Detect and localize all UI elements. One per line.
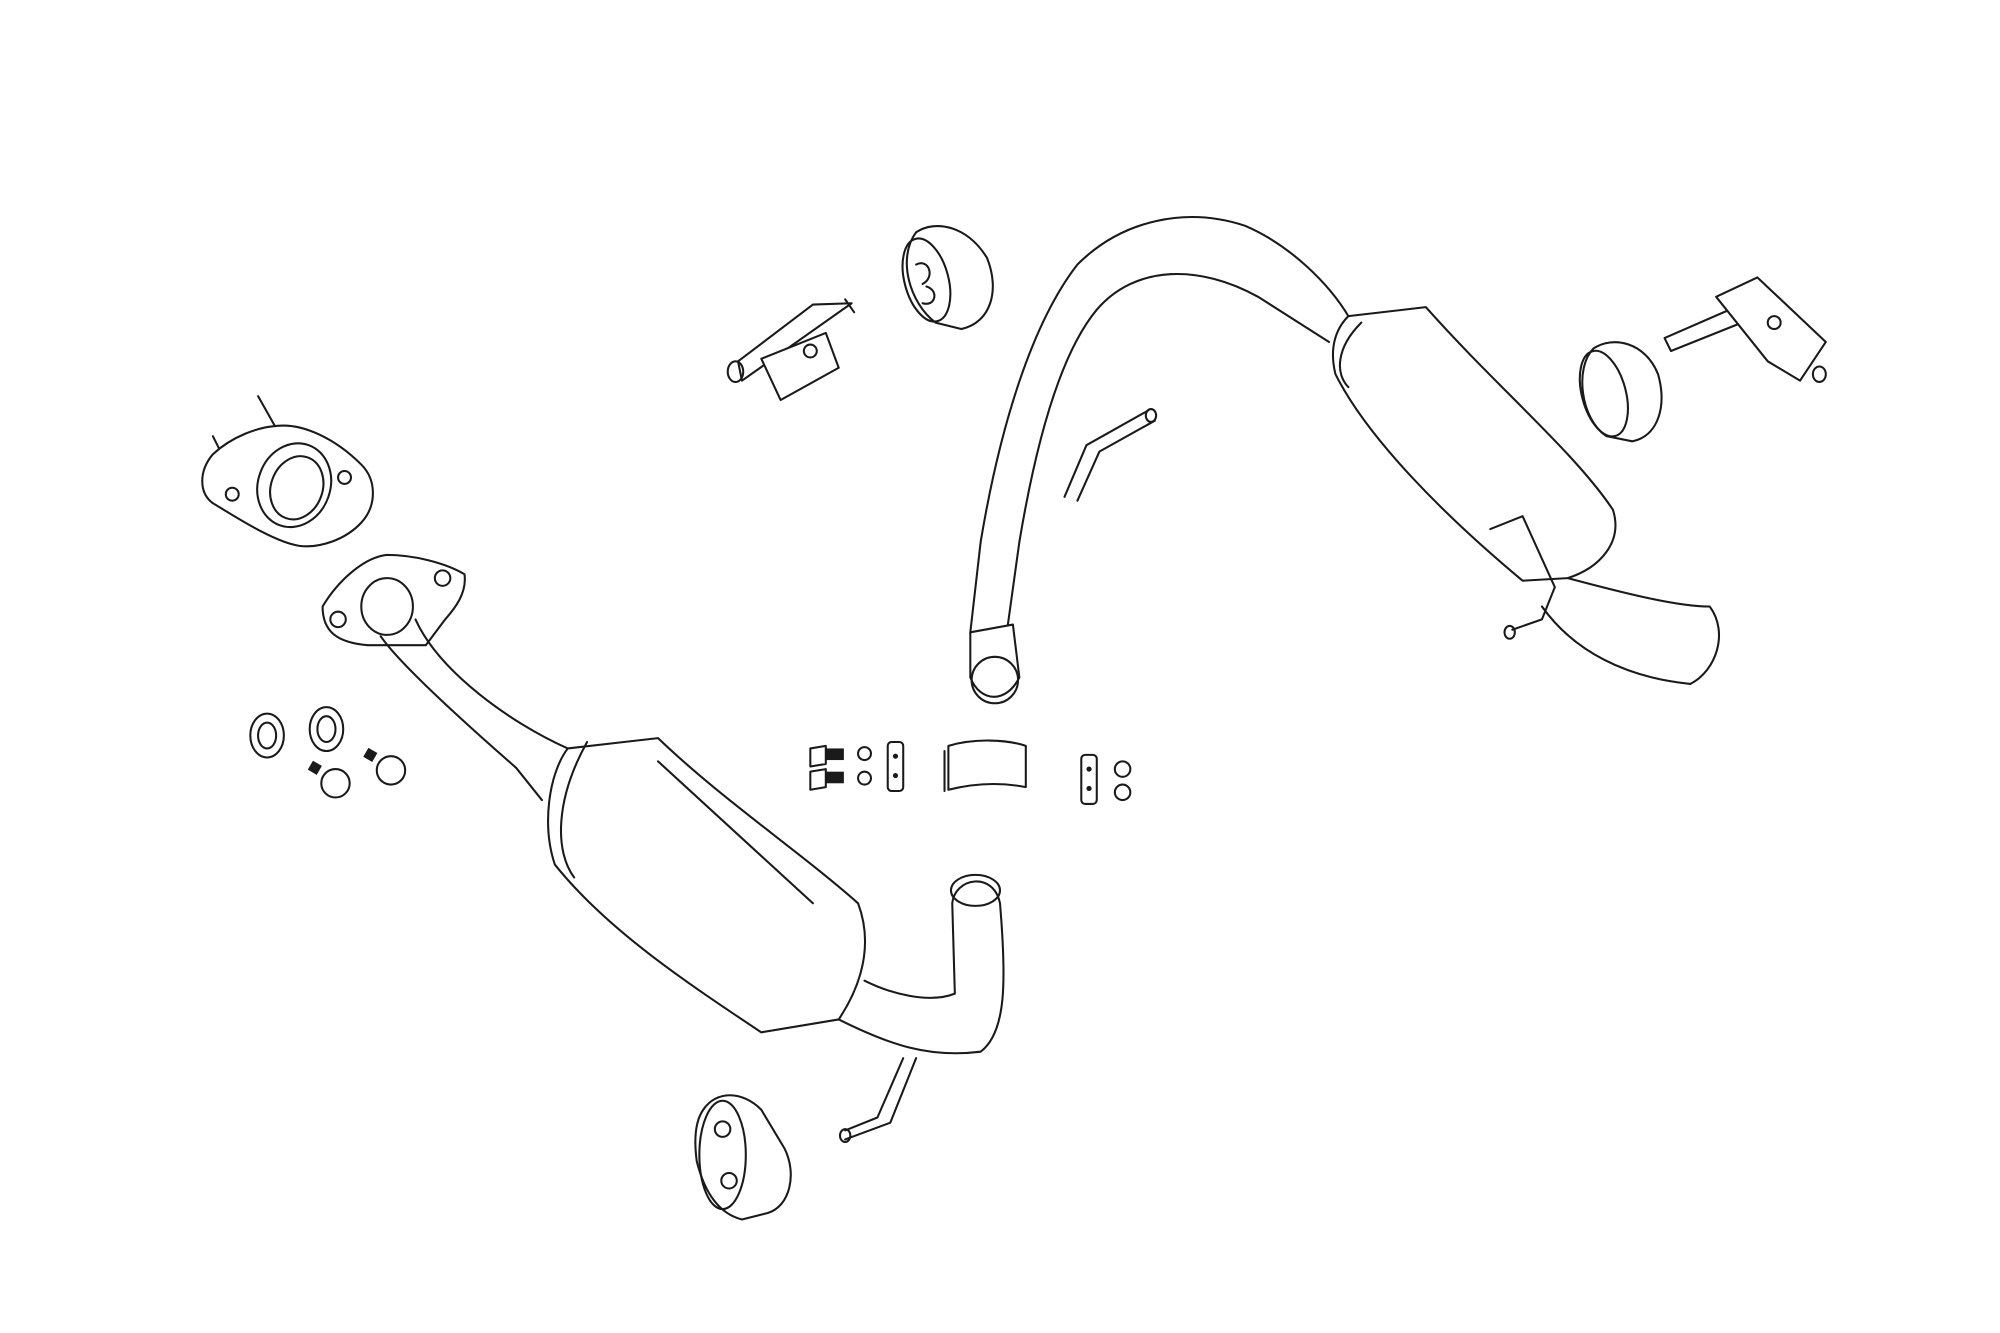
clamp-bolts	[809, 740, 905, 793]
rear-muffler-pipe	[969, 216, 1720, 705]
catalytic-converter-pipe	[321, 553, 1005, 1144]
flange-bolts	[307, 747, 407, 799]
rubber-hanger-front	[694, 1094, 792, 1221]
clamp-nuts	[1080, 753, 1132, 805]
gasket	[201, 395, 374, 548]
rubber-hanger-top	[901, 225, 994, 331]
clamp	[943, 739, 1027, 793]
hanger-bracket-left	[726, 298, 856, 402]
spring-set	[249, 706, 345, 759]
hanger-bracket-right	[1663, 276, 1827, 383]
rubber-hanger-right	[1578, 341, 1663, 443]
